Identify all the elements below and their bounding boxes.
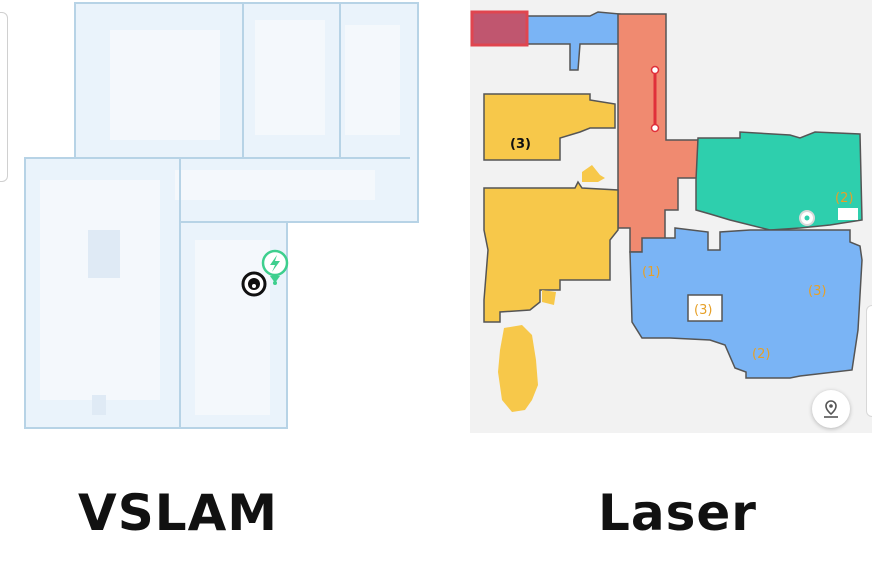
- room-yellow-spill: [498, 325, 538, 412]
- room-label: (3): [510, 137, 531, 152]
- room-label: (1): [642, 265, 660, 280]
- vslam-room-walls: [75, 3, 410, 428]
- vslam-floor: [24, 2, 419, 429]
- laser-map: (3) (2) (1) (3) (3) (2): [470, 0, 872, 433]
- room-red: [470, 10, 529, 47]
- charger-icon[interactable]: [261, 224, 289, 285]
- dock-icon[interactable]: [799, 210, 815, 226]
- vslam-map-canvas: [24, 2, 419, 429]
- vslam-map: [0, 0, 430, 440]
- room-blue-large: [629, 227, 863, 379]
- room-teal: [695, 131, 863, 231]
- side-drawer-handle[interactable]: [0, 12, 8, 182]
- caption-vslam: VSLAM: [78, 484, 279, 542]
- side-drawer-handle-right[interactable]: [866, 305, 872, 417]
- room-label: (3): [694, 303, 712, 318]
- room-salmon: [617, 13, 699, 253]
- room-label: (2): [835, 191, 853, 206]
- room-label: (2): [752, 347, 770, 362]
- laser-map-canvas: (3) (2) (1) (3) (3) (2): [470, 10, 863, 412]
- room-yellow-lower: [483, 180, 619, 323]
- map-pin-icon: [824, 400, 838, 418]
- room-label: (3): [808, 284, 826, 299]
- room-yellow-upper: [483, 93, 616, 161]
- robot-vacuum-icon[interactable]: [241, 271, 267, 297]
- caption-laser: Laser: [598, 484, 757, 542]
- room-yellow-patch: [582, 165, 605, 182]
- room-blue-inner-box: [687, 294, 723, 322]
- locate-button[interactable]: [812, 390, 850, 428]
